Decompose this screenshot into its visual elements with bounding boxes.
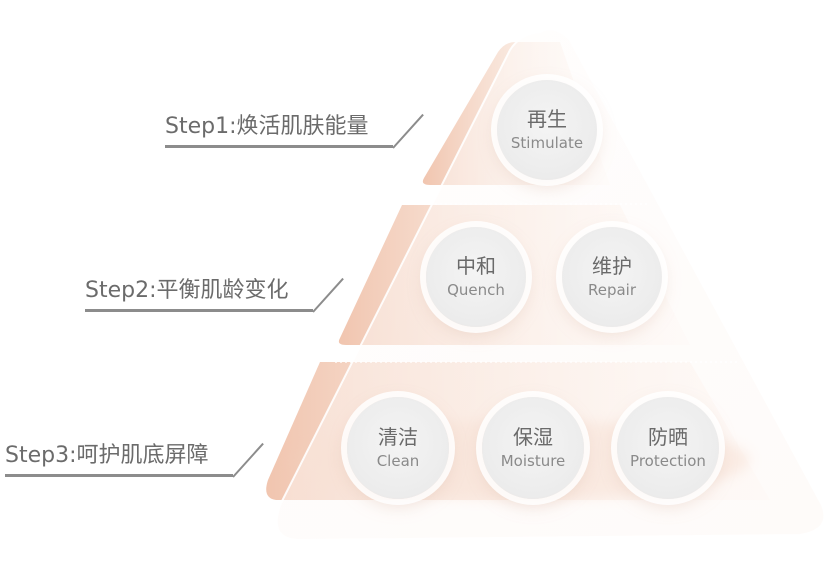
step1-underline [165, 145, 393, 148]
circle-en-label: Clean [376, 452, 420, 470]
circle-repair: 维护 Repair [562, 227, 662, 327]
circle-en-label: Repair [587, 281, 637, 299]
circle-cn-label: 再生 [527, 107, 567, 131]
circle-cn-label: 清洁 [378, 425, 418, 449]
circle-cn-label: 中和 [456, 254, 496, 278]
step3-underline [5, 474, 233, 477]
circle-protection: 防晒 Protection [617, 397, 719, 499]
circle-en-label: Quench [447, 281, 505, 299]
circle-cn-label: 防晒 [648, 425, 688, 449]
step2-label: Step2:平衡肌龄变化 [85, 278, 289, 303]
circle-clean: 清洁 Clean [347, 397, 449, 499]
step1-label: Step1:焕活肌肤能量 [165, 114, 369, 139]
step3-label: Step3:呵护肌底屏障 [5, 443, 209, 468]
circle-en-label: Moisture [500, 452, 566, 470]
circle-cn-label: 保湿 [513, 425, 553, 449]
step2-underline [85, 309, 313, 312]
circle-en-label: Stimulate [510, 134, 584, 152]
circle-cn-label: 维护 [592, 254, 632, 278]
circle-en-label: Protection [630, 452, 706, 470]
circle-stimulate: 再生 Stimulate [497, 80, 597, 180]
circle-moisture: 保湿 Moisture [482, 397, 584, 499]
circle-quench: 中和 Quench [426, 227, 526, 327]
